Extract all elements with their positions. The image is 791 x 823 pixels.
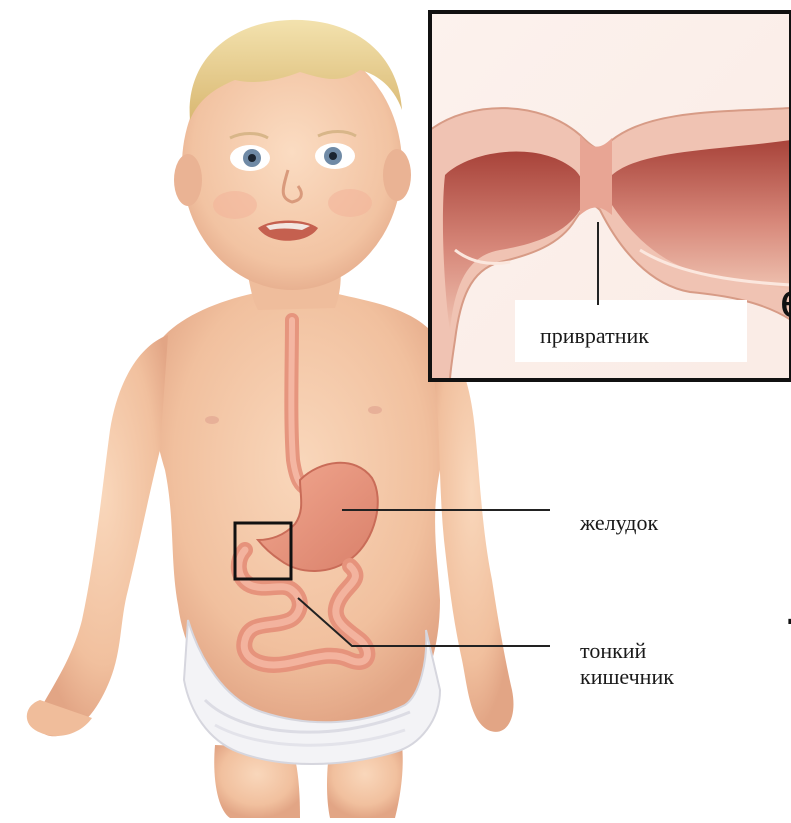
pylorus-label: привратник xyxy=(540,323,649,349)
small-intestine-label: тонкий кишечник xyxy=(580,638,674,690)
small-intestine-label-line2: кишечник xyxy=(580,664,674,690)
right-arm xyxy=(430,330,513,732)
stomach-label: желудок xyxy=(580,510,658,536)
left-arm xyxy=(27,335,168,736)
small-intestine-label-line1: тонкий xyxy=(580,638,674,664)
head xyxy=(174,20,411,290)
cropped-edge-letter: e xyxy=(780,278,791,326)
cropped-edge-dot: . xyxy=(784,585,791,633)
